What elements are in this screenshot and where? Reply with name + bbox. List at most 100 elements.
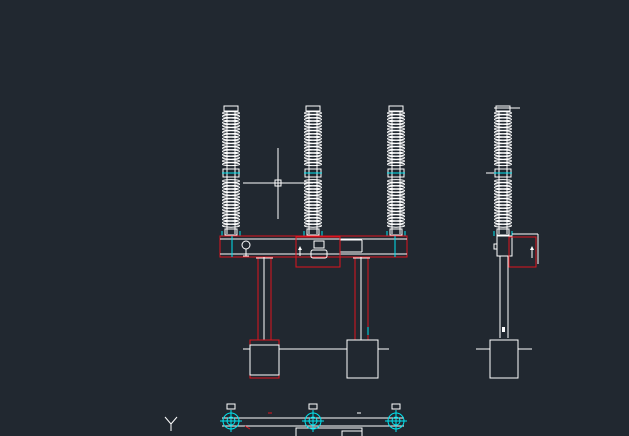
insulator-cap [223, 105, 239, 112]
plan-pole-1[interactable] [220, 403, 242, 432]
insulator-shed [387, 201, 405, 206]
insulator-column-3[interactable] [386, 105, 406, 236]
insulator-shed [222, 217, 240, 222]
insulator-shed [222, 117, 240, 122]
insulator-base [224, 228, 238, 236]
insulator-shed [387, 133, 405, 138]
insulator-shed [304, 223, 322, 228]
insulator-shed [304, 214, 322, 219]
insulator-shed [387, 179, 405, 183]
insulator-shed [222, 159, 240, 163]
insulator-shed [387, 143, 405, 147]
support-leg-left[interactable] [256, 256, 273, 341]
insulator-shed [387, 185, 405, 190]
insulator-shed [387, 159, 405, 163]
insulator-shed [222, 191, 240, 196]
insulator-shed [494, 223, 512, 228]
control-cabinet[interactable] [295, 236, 341, 268]
insulator-shed [304, 130, 322, 135]
insulator-shed [222, 143, 240, 147]
insulator-shed [222, 127, 240, 131]
foundation-block-left[interactable] [243, 339, 280, 379]
insulator-shed [304, 120, 322, 125]
support-leg-right[interactable] [353, 256, 370, 341]
insulator-shed [387, 220, 405, 225]
insulator-shed [494, 139, 512, 144]
insulator-shed [494, 182, 512, 187]
insulator-shed [222, 139, 240, 144]
insulator-shed [304, 220, 322, 225]
insulator-shed [494, 149, 512, 154]
insulator-shed [494, 195, 512, 199]
insulator-column-1[interactable] [221, 105, 241, 236]
insulator-shed [387, 211, 405, 215]
side-mechanism-housing[interactable] [493, 233, 539, 268]
insulator-shed [494, 114, 512, 119]
insulator-shed [304, 191, 322, 196]
insulator-shed [387, 182, 405, 187]
insulator-shed [494, 217, 512, 222]
insulator-shed [304, 179, 322, 183]
insulator-shed [222, 220, 240, 225]
insulator-shed [494, 159, 512, 163]
insulator-base [389, 228, 403, 236]
foundation-block-right[interactable] [346, 339, 389, 379]
pole-lug [391, 403, 401, 410]
insulator-shed [494, 111, 512, 115]
insulator-shed [222, 195, 240, 199]
insulator-shed [222, 185, 240, 190]
insulator-shed [494, 211, 512, 215]
insulator-shed [387, 136, 405, 141]
insulator-shed [304, 146, 322, 151]
plan-view[interactable] [220, 403, 407, 436]
side-foundation-block[interactable] [476, 339, 532, 379]
insulator-shed [387, 207, 405, 212]
plan-pole-2[interactable] [302, 403, 324, 432]
insulator-shed [304, 123, 322, 128]
insulator-column-side[interactable] [493, 105, 513, 236]
operating-mechanism-beam[interactable] [219, 235, 408, 258]
insulator-shed [304, 159, 322, 163]
insulator-shed [494, 214, 512, 219]
insulator-shed [304, 185, 322, 190]
front-elevation-view[interactable] [219, 105, 408, 379]
insulator-shed [494, 201, 512, 206]
insulator-shed [304, 114, 322, 119]
side-support-post[interactable] [499, 256, 509, 338]
side-elevation-view[interactable] [476, 105, 539, 379]
insulator-base [306, 228, 320, 236]
insulator-column-2[interactable] [303, 105, 323, 236]
insulator-shed [304, 117, 322, 122]
insulator-shed [387, 214, 405, 219]
insulator-shed [494, 207, 512, 212]
pole-lug [308, 403, 318, 410]
insulator-shed [387, 223, 405, 228]
insulator-shed [304, 139, 322, 144]
insulator-shed [387, 155, 405, 160]
insulator-shed [304, 127, 322, 131]
insulator-shed [222, 146, 240, 151]
insulator-shed [494, 117, 512, 122]
insulator-shed [304, 217, 322, 222]
insulator-base [496, 228, 510, 236]
insulator-shed [387, 120, 405, 125]
insulator-shed [387, 127, 405, 131]
insulator-shed [387, 217, 405, 222]
insulator-shed [304, 111, 322, 115]
insulator-shed [304, 201, 322, 206]
insulator-shed [304, 207, 322, 212]
insulator-shed [304, 198, 322, 203]
insulator-shed [387, 162, 405, 167]
insulator-shed [494, 220, 512, 225]
insulator-shed [494, 133, 512, 138]
insulator-shed [304, 162, 322, 167]
insulator-shed [494, 179, 512, 183]
crosshair-cursor [243, 148, 313, 219]
plan-pole-3[interactable] [385, 403, 407, 432]
insulator-shed [387, 152, 405, 157]
insulator-shed [222, 182, 240, 187]
insulator-shed [387, 198, 405, 203]
insulator-shed [222, 136, 240, 141]
